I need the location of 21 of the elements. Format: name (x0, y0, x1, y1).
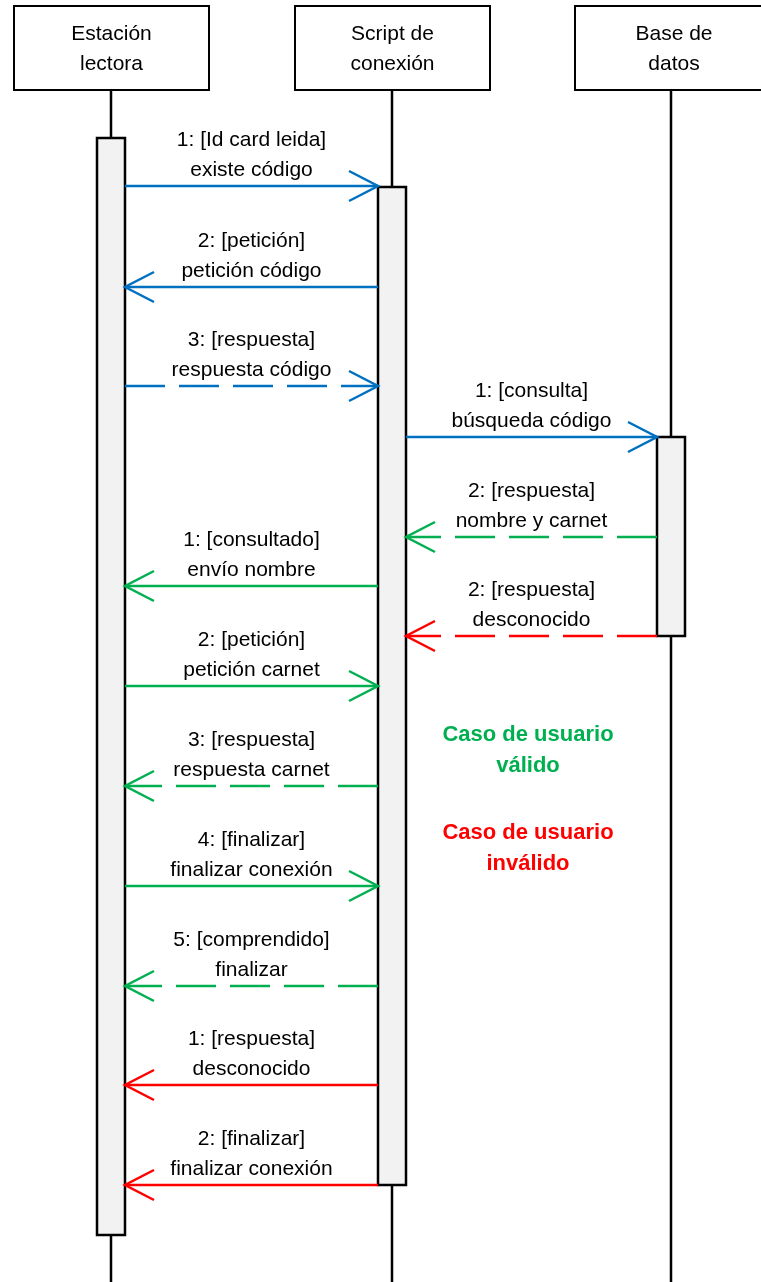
message-arrow (404, 619, 657, 653)
message-arrow (404, 520, 657, 554)
message-arrow (123, 769, 378, 803)
message-arrow (123, 1168, 378, 1202)
message-arrow (125, 669, 380, 703)
legend-text: Caso de usuario válido (441, 720, 615, 779)
message-arrow (123, 1068, 378, 1102)
message-arrow (123, 270, 378, 304)
activation-bar (376, 185, 408, 1187)
message-arrow (125, 169, 380, 203)
legend-text: Caso de usuario inválido (441, 818, 615, 877)
message-arrow (406, 420, 659, 454)
participant-box: Estación lectora (13, 5, 210, 91)
activation-bar (95, 136, 127, 1237)
participant-box: Base de datos (574, 5, 761, 91)
participant-box: Script de conexión (294, 5, 491, 91)
activation-bar (655, 435, 687, 638)
message-arrow (123, 569, 378, 603)
message-arrow (123, 969, 378, 1003)
message-arrow (125, 869, 380, 903)
message-arrow (125, 369, 380, 403)
